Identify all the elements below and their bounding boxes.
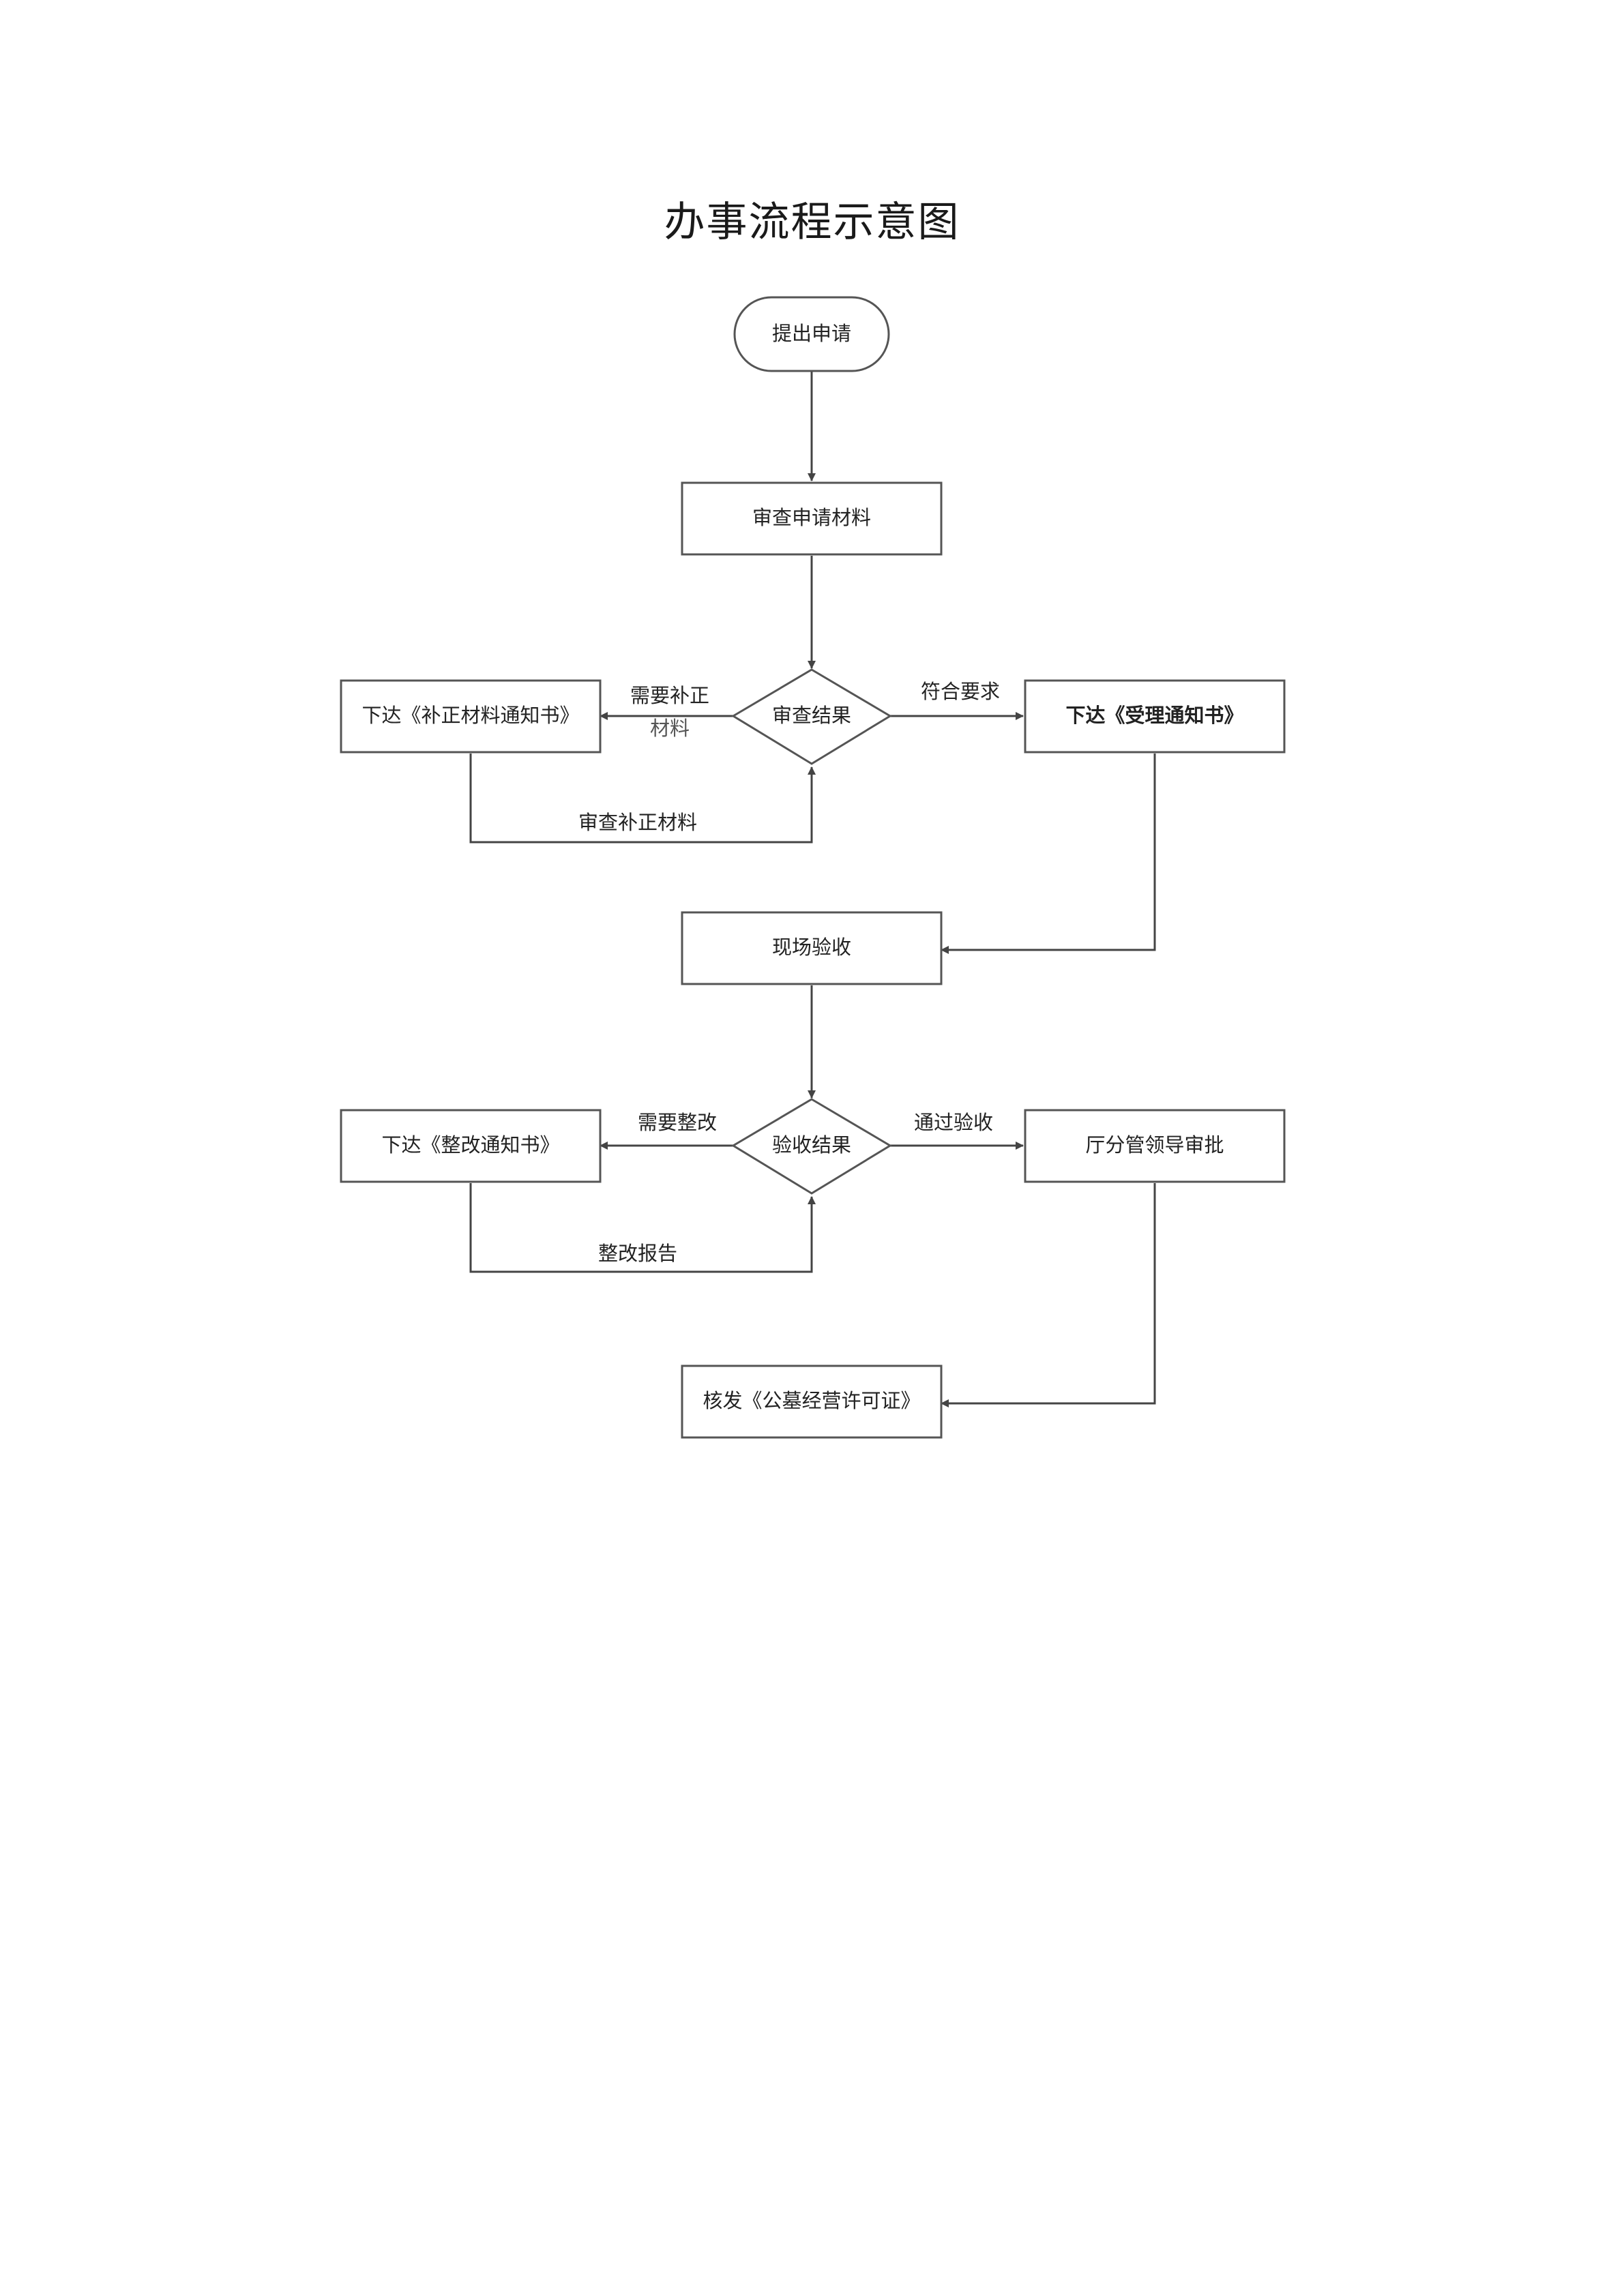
node-issue-license-label: 核发《公墓经营许可证》 bbox=[703, 1389, 920, 1412]
node-rectify-notice-shape bbox=[340, 1109, 602, 1183]
edge-label-need-supplement: 需要补正 bbox=[630, 684, 709, 707]
node-supplement-notice-label: 下达《补正材料通知书》 bbox=[361, 704, 579, 727]
node-leader-approval-shape bbox=[1024, 1109, 1286, 1183]
node-inspection-result-shape bbox=[731, 1098, 892, 1195]
edge-supplement-loop bbox=[469, 754, 816, 844]
edge-rectify-loop bbox=[469, 1183, 816, 1273]
node-site-inspection-shape bbox=[681, 911, 943, 985]
node-acceptance-notice-label: 下达《受理通知书》 bbox=[1065, 704, 1243, 727]
node-leader-approval-label: 厅分管领导审批 bbox=[1085, 1133, 1224, 1157]
node-supplement-notice-shape bbox=[340, 679, 602, 754]
node-issue-license-shape bbox=[681, 1365, 943, 1439]
node-inspection-result-label: 验收结果 bbox=[772, 1133, 851, 1157]
node-review-result-label: 审查结果 bbox=[772, 704, 851, 727]
node-submit-label: 提出申请 bbox=[772, 322, 851, 345]
edge-label-need-rectify: 需要整改 bbox=[638, 1111, 717, 1134]
edge-label-meets-requirements: 符合要求 bbox=[921, 680, 1000, 703]
page-title: 办事流程示意图 bbox=[664, 198, 960, 246]
node-site-inspection-label: 现场验收 bbox=[772, 936, 851, 959]
edge-label-need-supplement-materials: 材料 bbox=[650, 717, 690, 740]
node-acceptance-notice-shape bbox=[1024, 679, 1286, 754]
edge-acceptance-to-site bbox=[941, 754, 1156, 954]
node-review-materials-shape bbox=[681, 481, 943, 556]
edge-label-pass-inspection: 通过验收 bbox=[914, 1111, 993, 1134]
edge-label-review-supplement: 审查补正材料 bbox=[578, 811, 697, 834]
edge-label-rectify-report: 整改报告 bbox=[598, 1242, 677, 1265]
edge-approval-to-license bbox=[941, 1183, 1156, 1407]
node-submit-shape bbox=[733, 296, 890, 372]
node-review-result-shape bbox=[731, 668, 892, 765]
node-review-materials-label: 审查申请材料 bbox=[752, 506, 871, 529]
node-rectify-notice-label: 下达《整改通知书》 bbox=[381, 1133, 559, 1157]
